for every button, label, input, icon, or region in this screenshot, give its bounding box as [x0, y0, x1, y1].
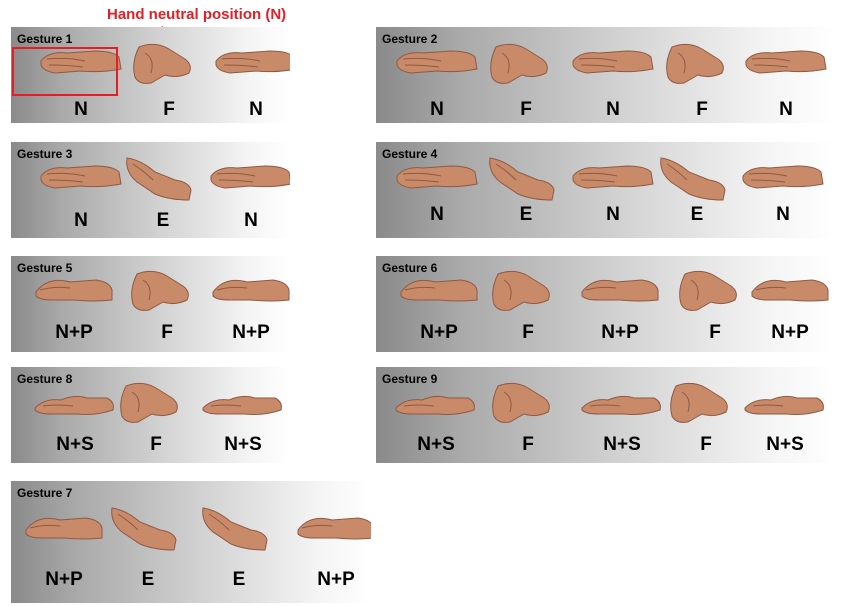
hand-pose-image	[400, 279, 478, 302]
hand-pose-image	[34, 395, 114, 415]
pose-label: N+P	[55, 322, 93, 343]
hand-pose-image	[395, 395, 475, 415]
pose-label: F	[163, 99, 175, 120]
pose-label: E	[141, 569, 155, 590]
gesture-title: Gesture 6	[382, 261, 438, 275]
pose-label: N+S	[766, 434, 804, 455]
panel-background	[376, 142, 836, 238]
pose-label: N	[776, 204, 790, 225]
gesture-panel: Gesture 2 N F N F N	[376, 27, 836, 123]
gesture-title: Gesture 2	[382, 32, 438, 46]
pose-label: N	[244, 210, 258, 231]
hand-pose-image	[679, 270, 737, 311]
pose-label: E	[156, 210, 170, 231]
pose-label: F	[700, 434, 712, 455]
hand-pose-image	[572, 165, 654, 189]
gesture-panel: Gesture 3 N E N	[11, 142, 290, 238]
hand-pose-image	[744, 395, 824, 415]
pose-label: N	[606, 204, 620, 225]
pose-label: F	[522, 434, 534, 455]
gesture-title: Gesture 1	[17, 32, 73, 46]
pose-label: N+S	[224, 434, 262, 455]
gesture-panel: Gesture 5 N+P F N+P	[11, 256, 290, 352]
pose-label: N+P	[317, 569, 355, 590]
pose-label: N	[74, 210, 88, 231]
pose-label: N	[74, 99, 88, 120]
pose-label: F	[520, 99, 532, 120]
pose-label: N+S	[603, 434, 641, 455]
gesture-panel: Gesture 1 N F N	[11, 27, 290, 123]
hand-pose-image	[120, 382, 178, 423]
pose-label: F	[522, 322, 534, 343]
hand-pose-image	[666, 43, 724, 84]
panel-background	[376, 256, 836, 352]
hand-pose-image	[492, 382, 550, 423]
pose-label: N+P	[420, 322, 458, 343]
pose-label: E	[690, 204, 704, 225]
hand-pose-image	[35, 279, 113, 302]
pose-label: E	[519, 204, 533, 225]
pose-label: N+S	[56, 434, 94, 455]
pose-label: N+P	[232, 322, 270, 343]
hand-pose-image	[492, 270, 550, 311]
panel-background	[376, 27, 836, 123]
pose-label: F	[709, 322, 721, 343]
pose-label: N+P	[601, 322, 639, 343]
gesture-title: Gesture 9	[382, 372, 438, 386]
hand-pose-image	[215, 50, 290, 74]
pose-label: F	[696, 99, 708, 120]
pose-label: N	[606, 99, 620, 120]
pose-label: N+P	[771, 322, 809, 343]
gesture-panel: Gesture 6 N+P F N+P F N+P	[376, 256, 836, 352]
hand-pose-image	[131, 270, 189, 311]
gesture-title: Gesture 5	[17, 261, 73, 275]
hand-pose-image	[396, 165, 478, 189]
gesture-panel: Gesture 8 N+S F N+S	[11, 367, 290, 463]
hand-pose-image	[572, 50, 654, 74]
hand-pose-image	[40, 50, 122, 74]
pose-label: F	[150, 434, 162, 455]
pose-label: N	[249, 99, 263, 120]
hand-pose-image	[489, 157, 555, 201]
pose-label: N	[430, 204, 444, 225]
pose-label: N+S	[417, 434, 455, 455]
hand-pose-image	[490, 43, 548, 84]
hand-pose-image	[133, 43, 191, 84]
panel-background	[11, 481, 371, 603]
gesture-panel: Gesture 4 N E N E N	[376, 142, 836, 238]
hand-pose-image	[25, 517, 103, 540]
hand-pose-image	[202, 395, 282, 415]
pose-label: N	[430, 99, 444, 120]
gesture-title: Gesture 3	[17, 147, 73, 161]
hand-pose-image	[111, 507, 177, 551]
hand-pose-image	[660, 157, 726, 201]
gesture-title: Gesture 7	[17, 486, 73, 500]
hand-pose-image	[210, 165, 290, 189]
hand-pose-image	[751, 279, 829, 302]
hand-pose-image	[745, 50, 827, 74]
hand-pose-image	[581, 395, 661, 415]
gesture-title: Gesture 4	[382, 147, 438, 161]
gesture-title: Gesture 8	[17, 372, 73, 386]
pose-label: N	[779, 99, 793, 120]
hand-pose-image	[202, 507, 268, 551]
hand-pose-image	[297, 517, 371, 540]
neutral-position-callout: Hand neutral position (N)	[107, 6, 287, 23]
gesture-panel: Gesture 7 N+P E E N+P	[11, 481, 371, 603]
hand-pose-image	[126, 157, 192, 201]
neutral-position-highlight	[12, 47, 118, 96]
pose-label: F	[161, 322, 173, 343]
hand-pose-image	[742, 165, 824, 189]
gesture-panel: Gesture 9 N+S F N+S F N+S	[376, 367, 836, 463]
pose-label: N+P	[45, 569, 83, 590]
hand-pose-image	[581, 279, 659, 302]
hand-pose-image	[40, 165, 122, 189]
hand-pose-image	[212, 279, 290, 302]
hand-pose-image	[396, 50, 478, 74]
hand-pose-image	[670, 382, 728, 423]
panel-background	[376, 367, 836, 463]
pose-label: E	[232, 569, 246, 590]
